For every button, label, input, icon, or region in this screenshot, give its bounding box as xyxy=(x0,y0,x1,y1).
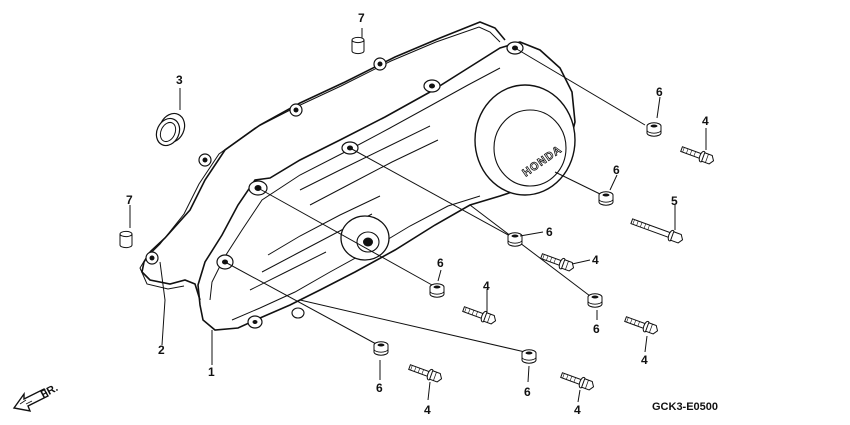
callout-leaders xyxy=(379,96,707,403)
front-direction-arrow: FR. xyxy=(12,382,60,412)
callout-4-c: 4 xyxy=(483,279,490,293)
grommet-a xyxy=(646,122,662,137)
callout-6-g: 6 xyxy=(524,385,531,399)
drawing-code: GCK3-E0500 xyxy=(652,401,718,413)
grommet-f xyxy=(373,341,389,356)
callout-6-a: 6 xyxy=(656,85,663,99)
callout-6-b: 6 xyxy=(613,163,620,177)
grommet-e xyxy=(587,293,603,308)
callout-6-f: 6 xyxy=(376,381,383,395)
callout-4-b: 4 xyxy=(592,253,599,267)
callout-6-e: 6 xyxy=(593,322,600,336)
left-crankcase-cover: HONDA xyxy=(197,41,576,331)
bolt-a xyxy=(679,143,716,167)
callout-3: 3 xyxy=(176,73,183,87)
bolt-d xyxy=(623,313,660,337)
grommet-g xyxy=(521,349,537,364)
callout-6-c: 6 xyxy=(546,225,553,239)
callout-1: 1 xyxy=(208,365,215,379)
callout-2: 2 xyxy=(158,343,165,357)
callout-7-a: 7 xyxy=(358,11,365,25)
dowel-pin-lower xyxy=(119,230,133,249)
callout-6-d: 6 xyxy=(437,256,444,270)
gasket xyxy=(139,21,506,301)
dowel-pin-upper xyxy=(351,36,365,55)
leader-lines xyxy=(129,28,646,365)
callout-5: 5 xyxy=(671,194,678,208)
bolt-long xyxy=(630,218,684,244)
callout-7-b: 7 xyxy=(126,193,133,207)
callout-4-a: 4 xyxy=(702,114,709,128)
callout-4-e: 4 xyxy=(424,403,431,417)
grommet-d xyxy=(429,283,445,298)
front-label: FR. xyxy=(39,382,60,401)
bolt-c xyxy=(461,303,498,327)
callout-4-f: 4 xyxy=(574,403,581,417)
grommet-b xyxy=(598,191,614,206)
callout-4-d: 4 xyxy=(641,353,648,367)
grommet-c xyxy=(507,232,523,247)
seal-ring xyxy=(155,112,186,147)
bolt-e xyxy=(407,361,444,385)
bolt-f xyxy=(559,369,596,393)
